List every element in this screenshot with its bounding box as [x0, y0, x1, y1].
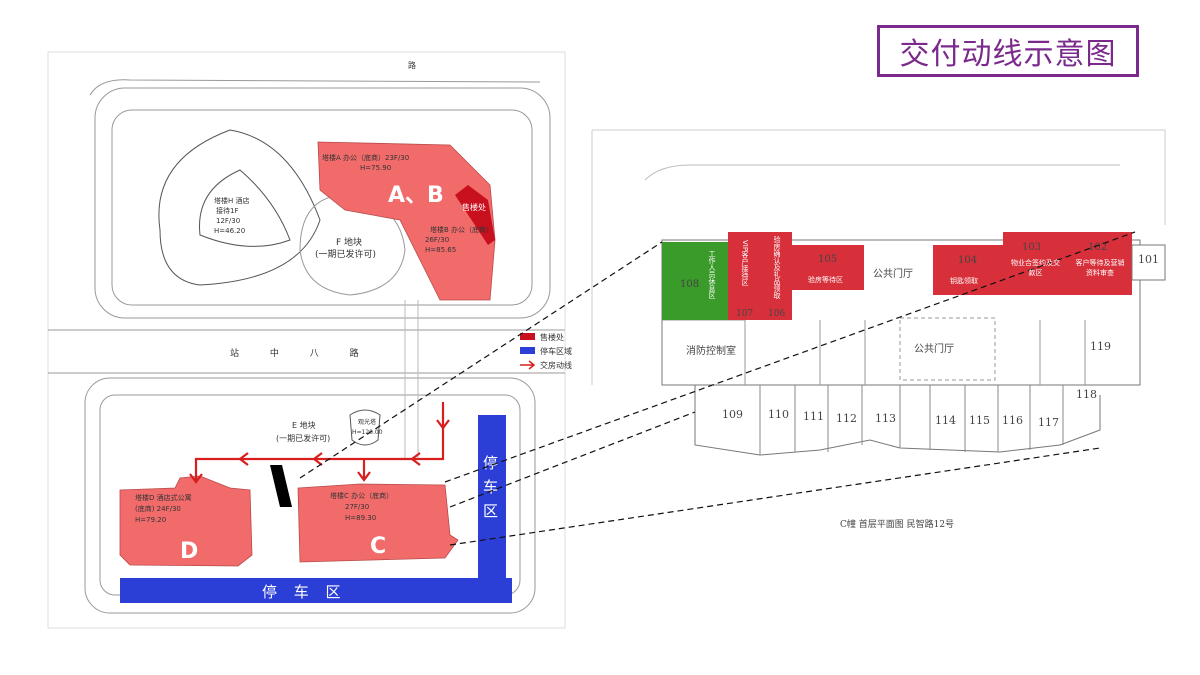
svg-text:E 地块: E 地块 — [292, 420, 316, 430]
top-rooms: 108 工作人员休息区 VIP客户接待区 107 验房确认及礼品领取 106 1… — [662, 232, 1166, 320]
tower-ab-labels: 塔楼A 办公（底商）23F/30 H=75.90 塔楼B 办公（底商） 26F/… — [322, 153, 493, 254]
delivery-route — [189, 402, 450, 484]
svg-text:H=46.20: H=46.20 — [214, 227, 245, 235]
svg-text:区: 区 — [483, 502, 498, 520]
svg-text:售楼处: 售楼处 — [540, 332, 564, 342]
svg-text:101: 101 — [1138, 253, 1159, 266]
svg-text:工作人员休息区: 工作人员休息区 — [708, 250, 716, 299]
svg-text:102: 102 — [1088, 242, 1107, 253]
svg-text:H=89.30: H=89.30 — [345, 514, 376, 522]
svg-text:26F/30: 26F/30 — [425, 236, 449, 244]
tower-d-footprint — [119, 475, 253, 567]
room-108 — [662, 242, 728, 320]
svg-text:停车区域: 停车区域 — [540, 346, 572, 356]
svg-text:H=120.00: H=120.00 — [352, 429, 383, 436]
svg-text:104: 104 — [958, 255, 977, 266]
tower-ab-letter: A、B — [388, 183, 444, 208]
plot-e-labels: E 地块 (一期已发许可) — [276, 420, 330, 443]
plot-f-labels: F 地块 (一期已发许可) — [315, 236, 376, 260]
svg-text:塔楼H 酒店: 塔楼H 酒店 — [214, 196, 250, 205]
road-top-label: 路 — [408, 60, 416, 70]
room-107 — [728, 232, 762, 320]
road-middle-label: 站 中 八 路 — [230, 347, 373, 359]
svg-text:110: 110 — [768, 408, 789, 421]
svg-text:112: 112 — [836, 412, 857, 425]
svg-text:113: 113 — [875, 412, 896, 425]
svg-text:交房动线: 交房动线 — [540, 360, 572, 370]
svg-text:27F/30: 27F/30 — [345, 503, 369, 511]
svg-text:观光塔: 观光塔 — [358, 418, 376, 426]
sales-office-area — [455, 185, 495, 245]
svg-text:钥匙领取: 钥匙领取 — [950, 276, 978, 285]
svg-text:塔楼B 办公（底商）: 塔楼B 办公（底商） — [430, 225, 493, 234]
tower-ab-footprint — [317, 141, 496, 301]
svg-text:塔楼A 办公（底商）23F/30: 塔楼A 办公（底商）23F/30 — [322, 153, 409, 162]
tower-h-labels: 塔楼H 酒店 接待1F 12F/30 H=46.20 — [214, 196, 250, 235]
tower-c-footprint — [297, 483, 459, 563]
svg-text:H=75.90: H=75.90 — [360, 164, 391, 172]
parking-bottom — [120, 578, 512, 603]
svg-text:塔楼D 酒店式公寓: 塔楼D 酒店式公寓 — [135, 493, 192, 502]
room-106 — [762, 232, 792, 320]
svg-text:111: 111 — [803, 410, 824, 423]
room-104 — [933, 245, 1003, 295]
svg-text:108: 108 — [680, 279, 699, 290]
room-103-label: 物业合签约及交款区 — [1011, 259, 1060, 277]
lobby-label: 公共门厅 — [873, 267, 913, 280]
parking-right — [478, 415, 506, 603]
tower-d-labels: 塔楼D 酒店式公寓 (底商) 24F/30 H=79.20 — [135, 493, 192, 524]
site-plan — [47, 51, 566, 629]
svg-text:VIP客户接待区: VIP客户接待区 — [741, 240, 749, 286]
svg-text:塔楼C 办公（底商）: 塔楼C 办公（底商） — [330, 491, 393, 500]
legend-item-parking: 停车区域 — [520, 346, 572, 356]
svg-text:116: 116 — [1002, 414, 1023, 427]
svg-text:105: 105 — [818, 254, 837, 265]
room-102-label: 客户等待及营销资料审查 — [1075, 259, 1125, 277]
lobby-2-label: 公共门厅 — [914, 342, 954, 355]
entrance-block — [270, 465, 292, 507]
legend-item-sales-office: 售楼处 — [520, 332, 564, 342]
svg-text:(底商) 24F/30: (底商) 24F/30 — [135, 504, 181, 513]
svg-text:验房确认及礼品领取: 验房确认及礼品领取 — [773, 235, 781, 300]
legend: 售楼处 停车区域 交房动线 — [520, 332, 572, 370]
svg-text:115: 115 — [969, 414, 990, 427]
room-105 — [792, 245, 864, 290]
tower-c-letter: C — [370, 534, 386, 559]
slide-title: 交付动线示意图 — [877, 25, 1139, 77]
room-103 — [1003, 232, 1068, 295]
shop-numbers: 109 110 111 112 113 114 115 116 117 118 … — [722, 340, 1111, 429]
svg-text:F 地块: F 地块 — [336, 236, 362, 248]
fire-control-room-label: 消防控制室 — [686, 344, 736, 357]
svg-text:106: 106 — [768, 309, 785, 319]
callout-lines — [299, 231, 1136, 546]
legend-item-route: 交房动线 — [520, 360, 572, 370]
svg-text:109: 109 — [722, 408, 743, 421]
observation-tower-outline — [349, 409, 381, 446]
svg-text:119: 119 — [1090, 340, 1111, 353]
parking-bottom-label: 停 车 区 — [262, 583, 347, 601]
svg-text:H=85.65: H=85.65 — [425, 246, 456, 254]
room-101 — [1131, 244, 1166, 281]
svg-text:118: 118 — [1076, 388, 1097, 401]
room-102 — [1068, 232, 1132, 295]
svg-text:验房等待区: 验房等待区 — [808, 275, 843, 284]
svg-text:114: 114 — [935, 414, 956, 427]
svg-text:107: 107 — [736, 309, 753, 319]
floor-plan-caption: C幢 首层平面图 民智路12号 — [840, 518, 954, 530]
svg-text:117: 117 — [1038, 416, 1059, 429]
svg-text:H=79.20: H=79.20 — [135, 516, 166, 524]
svg-text:103: 103 — [1022, 242, 1041, 253]
tower-c-labels: 塔楼C 办公（底商） 27F/30 H=89.30 — [330, 491, 393, 522]
svg-text:车: 车 — [483, 478, 498, 496]
sales-office-label: 售楼处 — [462, 202, 486, 212]
tower-d-letter: D — [180, 539, 198, 564]
observation-tower-labels: 观光塔 H=120.00 — [352, 418, 383, 436]
svg-text:(一期已发许可): (一期已发许可) — [276, 433, 330, 443]
svg-text:接待1F: 接待1F — [216, 206, 238, 215]
svg-text:(一期已发许可): (一期已发许可) — [315, 248, 376, 260]
svg-text:12F/30: 12F/30 — [216, 217, 240, 225]
